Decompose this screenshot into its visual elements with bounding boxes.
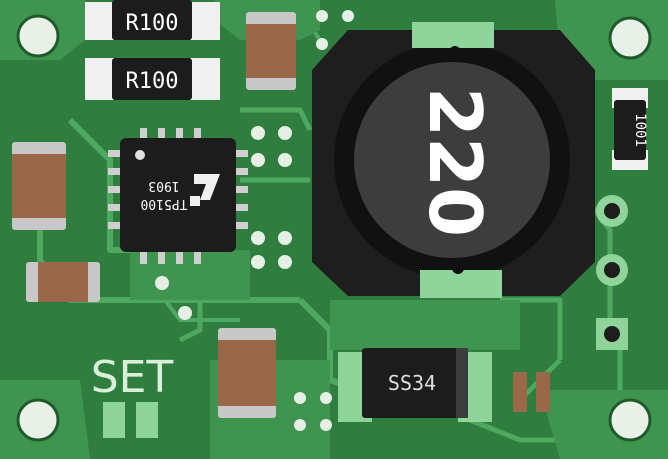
mounting-hole-bottom-right <box>608 398 652 442</box>
header-pins <box>596 195 628 350</box>
capacitor-c1 <box>246 12 296 90</box>
mounting-hole-top-left <box>16 14 60 58</box>
capacitor-c2 <box>12 142 66 230</box>
mounting-hole-top-right <box>608 16 652 60</box>
vias <box>155 10 354 431</box>
diode-part-number: SS34 <box>388 371 436 395</box>
set-jumper-pads <box>103 402 158 438</box>
ic-logo-icon <box>190 174 220 206</box>
small-resistors <box>513 372 550 412</box>
resistor-r3: 1001 <box>612 88 648 170</box>
ic-date-code: 1903 <box>148 178 179 193</box>
ic-tp5100: 1903 TP5100 <box>108 128 248 264</box>
diode-ss34: SS34 <box>338 348 492 422</box>
resistor-r1-value: R100 <box>126 11 179 36</box>
mounting-holes <box>16 14 652 442</box>
inductor-value: 220 <box>413 87 497 237</box>
capacitor-c3 <box>26 262 100 302</box>
resistor-r3-value: 1001 <box>632 113 648 147</box>
capacitor-c4 <box>218 328 276 418</box>
resistor-r1: R100 <box>85 0 220 40</box>
resistor-r2: R100 <box>85 58 220 100</box>
inductor-l1: 220 <box>312 22 595 298</box>
set-label: SET <box>91 352 174 403</box>
ic-part-number: TP5100 <box>141 196 188 211</box>
resistor-r2-value: R100 <box>126 69 179 94</box>
mounting-hole-bottom-left <box>16 398 60 442</box>
